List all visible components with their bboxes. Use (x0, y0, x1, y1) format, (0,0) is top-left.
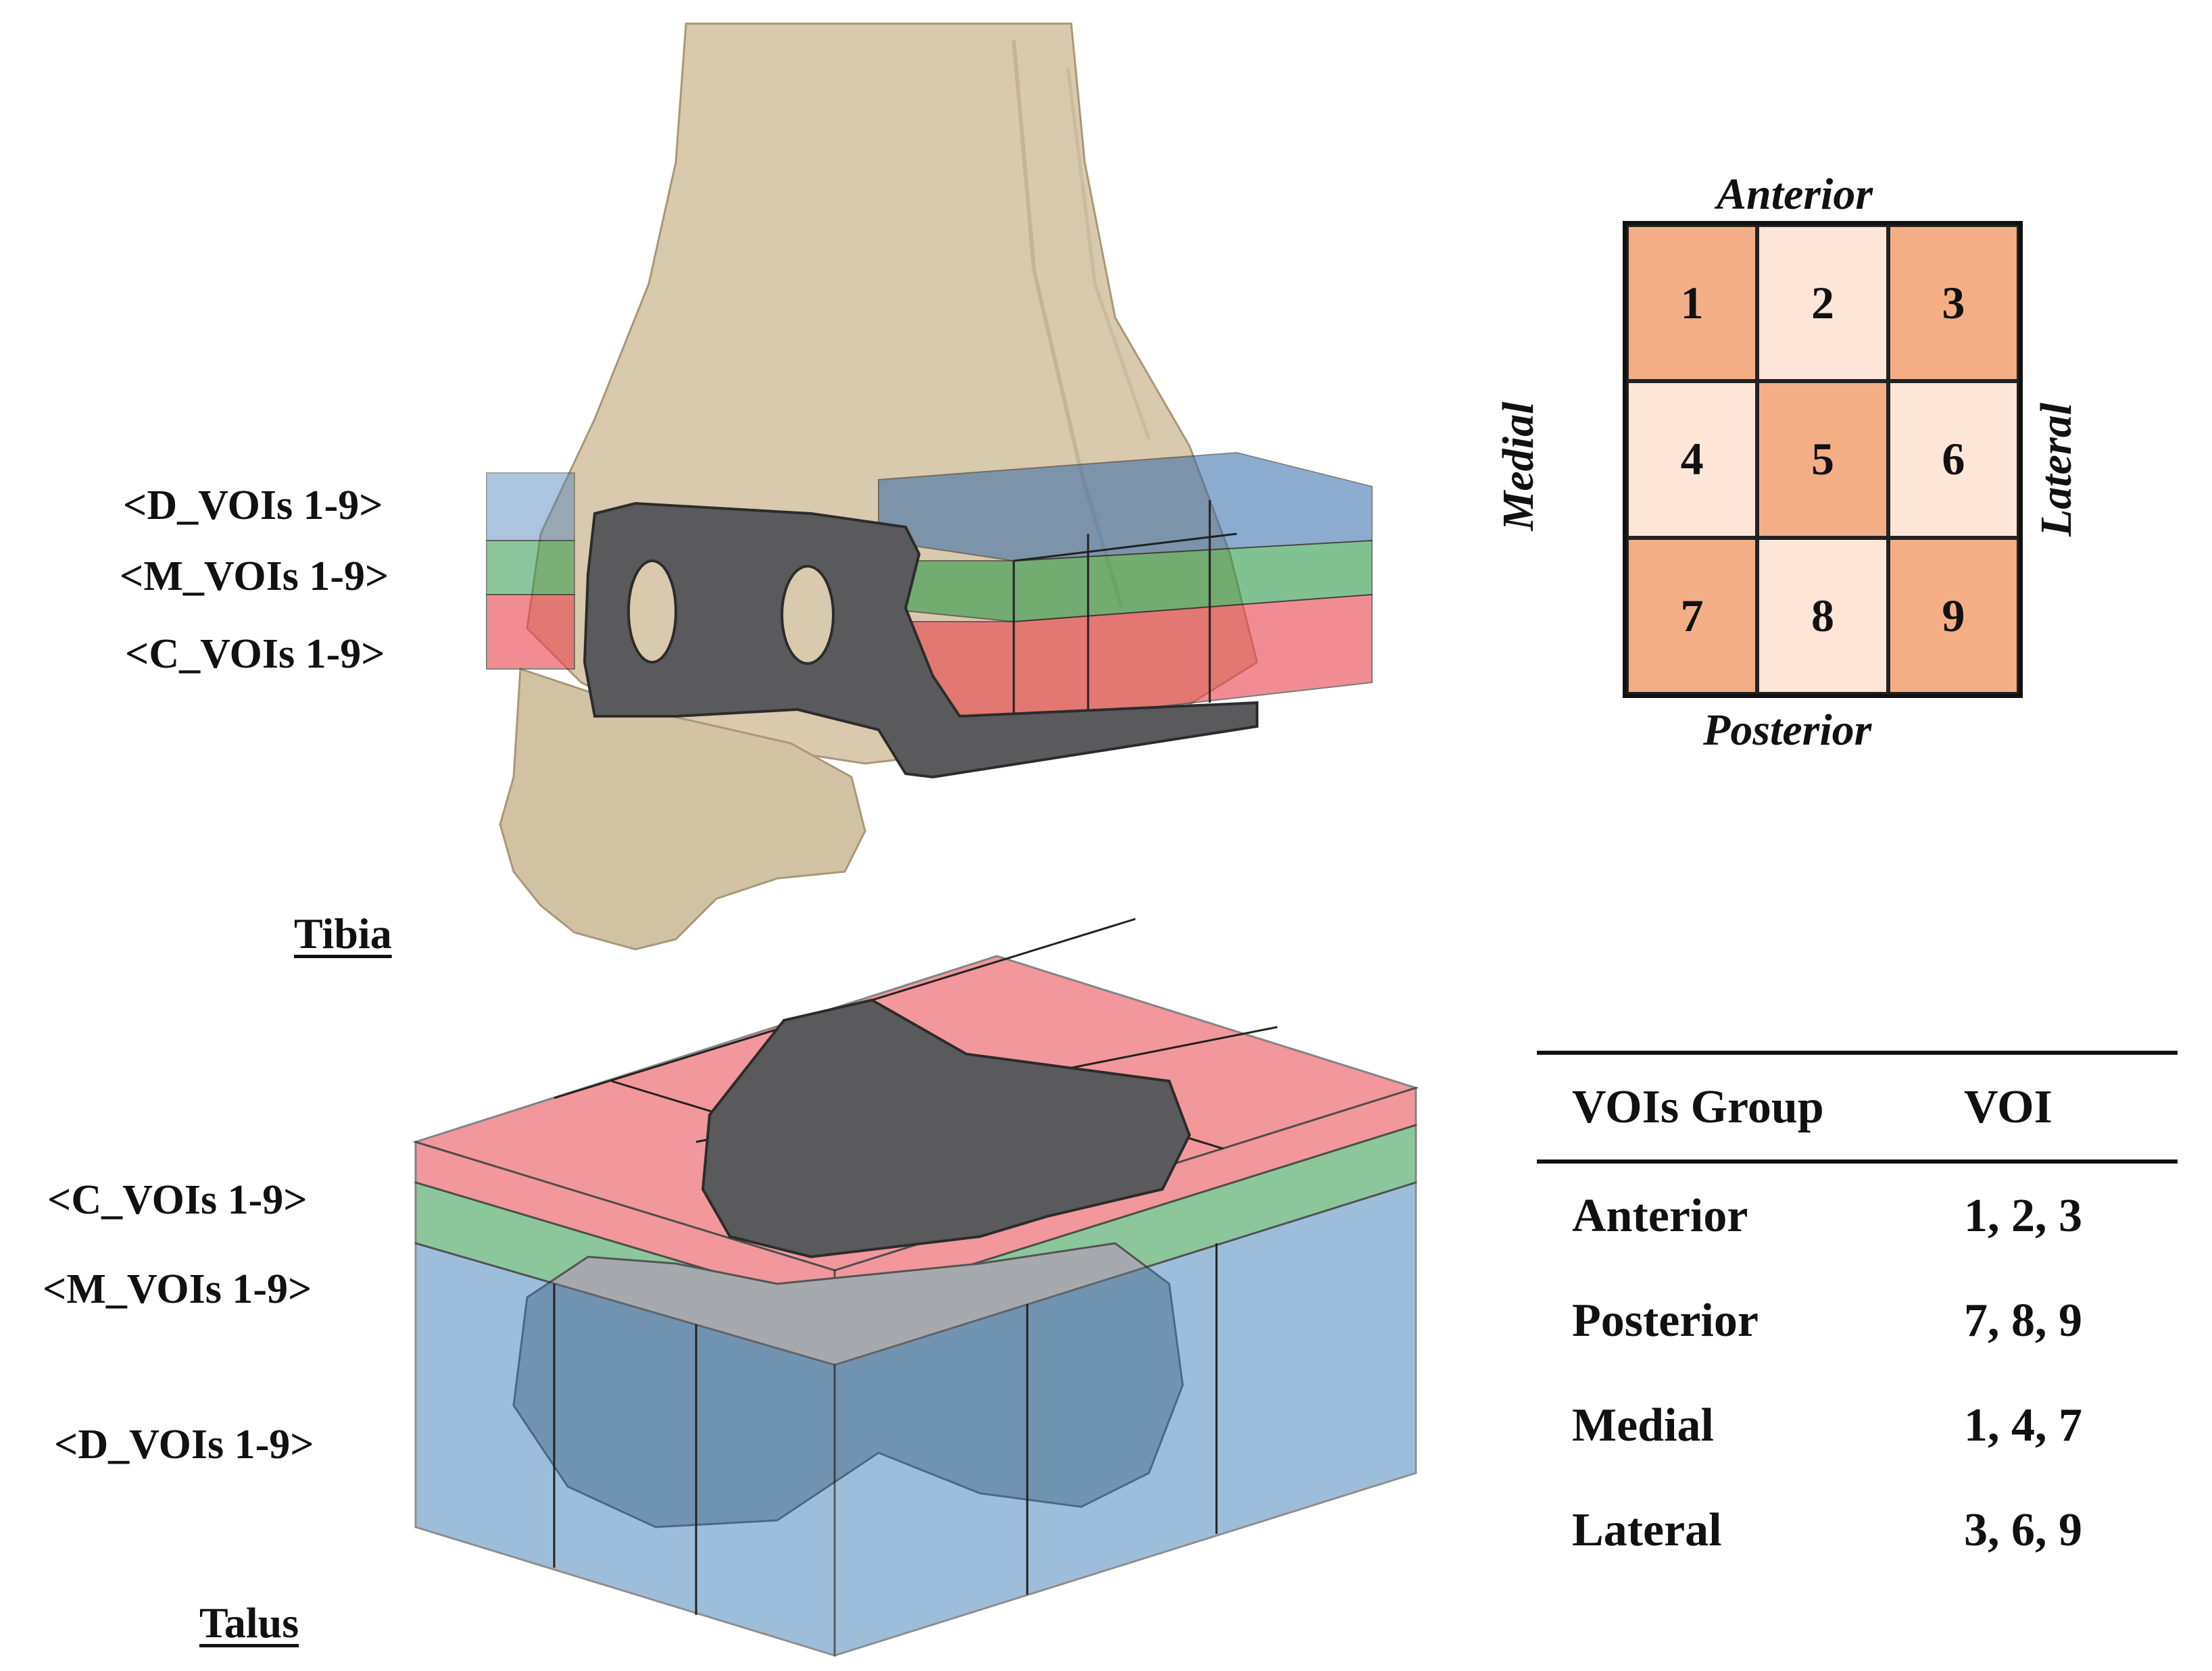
talus-d-vois-label: <D_VOIs 1-9> (54, 1422, 314, 1468)
medial-label: Medial (1494, 401, 1543, 531)
voi-cell-3: 3 (1888, 225, 2019, 382)
talus-caption: Talus (199, 1599, 299, 1647)
lateral-label: Lateral (2032, 403, 2081, 537)
table-top-rule (1537, 1051, 2178, 1055)
table-row: Medial 1, 4, 7 (1537, 1373, 2178, 1478)
voi-group-table: VOIs Group VOI Anterior 1, 2, 3 Posterio… (1537, 1051, 2178, 1582)
implant-plate (583, 501, 1258, 779)
voi-grid: 1 2 3 4 5 6 7 8 9 (1623, 221, 2023, 698)
table-row: Anterior 1, 2, 3 (1537, 1164, 2178, 1268)
table-cell-voi: 3, 6, 9 (1964, 1503, 2082, 1556)
voi-cell-6: 6 (1888, 381, 2019, 538)
table-cell-group: Posterior (1572, 1294, 1759, 1347)
voi-cell-2: 2 (1757, 225, 1888, 382)
voi-cell-1: 1 (1627, 225, 1758, 382)
voi-cell-7: 7 (1627, 537, 1758, 694)
table-cell-group: Lateral (1572, 1503, 1722, 1556)
table-row: Posterior 7, 8, 9 (1537, 1268, 2178, 1373)
table-header-rule (1537, 1159, 2178, 1164)
table-header-group: VOIs Group (1572, 1080, 1824, 1133)
table-header-voi: VOI (1964, 1080, 2053, 1133)
voi-cell-5: 5 (1757, 381, 1888, 538)
voi-cell-8: 8 (1757, 537, 1888, 694)
voi-cell-4: 4 (1627, 381, 1758, 538)
posterior-label: Posterior (1703, 705, 1872, 755)
table-header-row: VOIs Group VOI (1537, 1055, 2178, 1159)
tibia-caption: Tibia (294, 909, 392, 957)
tibia-d-vois-label: <D_VOIs 1-9> (123, 482, 383, 528)
table-cell-voi: 1, 2, 3 (1964, 1189, 2082, 1242)
talus-implant (701, 998, 1191, 1259)
tibia-distal-bone (499, 667, 866, 951)
anterior-label: Anterior (1717, 170, 1873, 219)
talus-c-vois-label: <C_VOIs 1-9> (47, 1177, 308, 1223)
talus-m-vois-label: <M_VOIs 1-9> (43, 1266, 312, 1312)
table-cell-group: Medial (1572, 1399, 1714, 1451)
table-cell-voi: 1, 4, 7 (1964, 1399, 2082, 1451)
voi-cell-9: 9 (1888, 537, 2019, 694)
table-row: Lateral 3, 6, 9 (1537, 1478, 2178, 1582)
table-cell-voi: 7, 8, 9 (1964, 1294, 2082, 1347)
tibia-c-vois-label: <C_VOIs 1-9> (125, 631, 385, 677)
table-cell-group: Anterior (1572, 1189, 1748, 1242)
tibia-m-vois-label: <M_VOIs 1-9> (120, 553, 389, 599)
